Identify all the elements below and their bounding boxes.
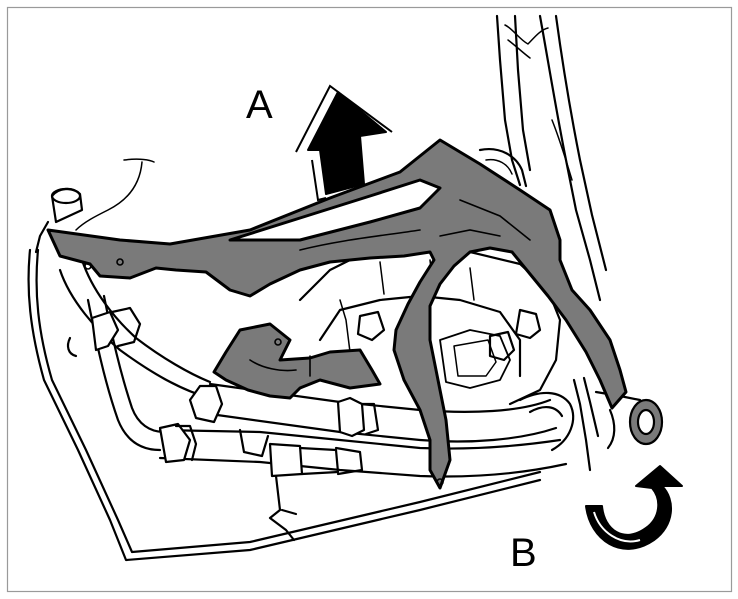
label-b: B <box>510 531 537 575</box>
bracket-detail <box>84 199 531 486</box>
figure-border <box>6 6 733 593</box>
rotate-arrow-icon <box>585 465 683 550</box>
bracket <box>46 138 628 490</box>
up-arrow-icon <box>295 84 393 202</box>
label-a: A <box>246 83 273 127</box>
